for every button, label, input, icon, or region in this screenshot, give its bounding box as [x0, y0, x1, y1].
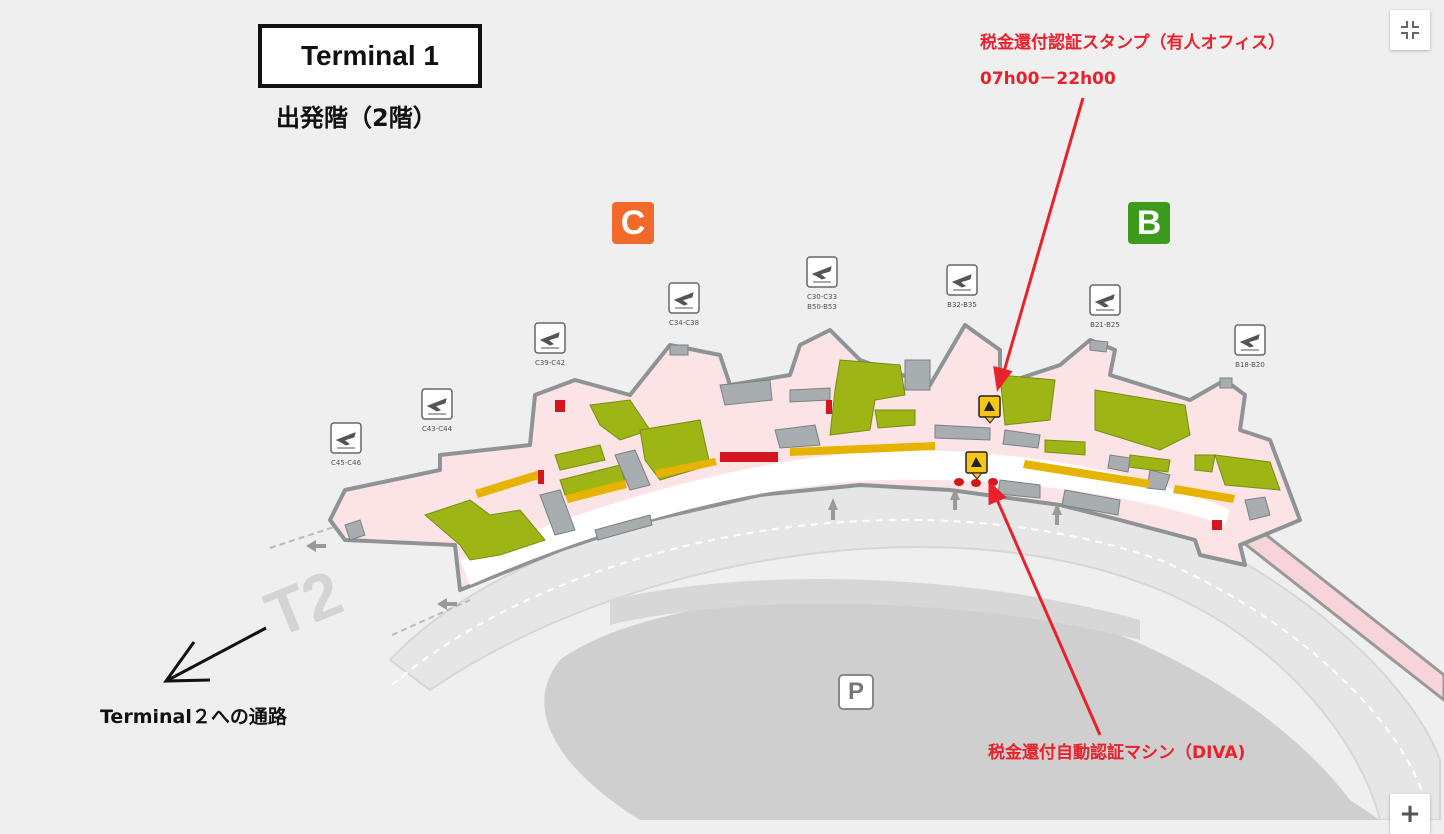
road-dashed-outer [391, 518, 1426, 801]
tax-refund-office-icon[interactable] [978, 395, 1001, 424]
gate-label: C43-C44 [422, 425, 453, 433]
gate-icon-b32-b35[interactable]: B32-B35 [946, 264, 978, 309]
terminal-title: Terminal 1 [258, 24, 482, 88]
structures [344, 339, 1271, 541]
gate-label: C45-C46 [331, 459, 362, 467]
gate-icon-c39-c42[interactable]: C39-C42 [534, 322, 566, 367]
gate-icon-layer: C45-C46 C43-C44 C39-C42 C34-C38 C30-C33B50-B… [330, 256, 1266, 467]
t2-floor-text: T2 [256, 556, 352, 651]
gate-icon-c34-c38[interactable]: C34-C38 [668, 282, 700, 327]
direction-arrows [306, 488, 1062, 610]
zone-b-badge[interactable]: B [1128, 202, 1170, 244]
parking-icon[interactable]: P [838, 674, 874, 710]
t2-direction-arrow [163, 626, 267, 683]
floor-label: 出発階（2階） [276, 104, 437, 132]
shop-blocks [424, 359, 1281, 561]
diva-machine-icon[interactable] [965, 451, 988, 480]
seating-rows [475, 442, 1235, 503]
zone-c-badge[interactable]: C [612, 202, 654, 244]
gate-label: C34-C38 [669, 319, 699, 327]
gate-label: C30-C33 [807, 293, 837, 301]
t2-road-line-1 [269, 524, 341, 549]
collapse-fullscreen-icon[interactable] [1390, 10, 1430, 50]
parking-lot [544, 592, 1380, 820]
diva-label: 税金還付自動認証マシン（DIVA) [988, 743, 1246, 763]
gate-label: B21-B25 [1090, 321, 1120, 329]
gate-icon-b18-b20[interactable]: B18-B20 [1234, 324, 1266, 369]
gate-icon-c45-c46[interactable]: C45-C46 [330, 422, 362, 467]
collapse-icon-glyph [1401, 21, 1419, 39]
red-markers [538, 400, 1222, 530]
gate-label: B18-B20 [1235, 361, 1265, 369]
tax-stamp-label: 税金還付認証スタンプ（有人オフィス） [980, 33, 1286, 53]
gate-label: C39-C42 [535, 359, 565, 367]
gate-sublabel: B50-B53 [807, 303, 837, 311]
gate-icon-b21-b25[interactable]: B21-B25 [1089, 284, 1121, 329]
terminal2-path-label: Terminal２への通路 [100, 706, 287, 728]
gate-icon-c43-c44[interactable]: C43-C44 [421, 388, 453, 433]
landside-hall [460, 450, 1230, 585]
gate-label: B32-B35 [947, 301, 977, 309]
parking-lane [610, 578, 1140, 640]
annotation-arrows [988, 97, 1102, 736]
zoom-in-button[interactable]: + [1390, 794, 1430, 834]
tax-stamp-hours: 07h00－22h00 [980, 69, 1116, 89]
